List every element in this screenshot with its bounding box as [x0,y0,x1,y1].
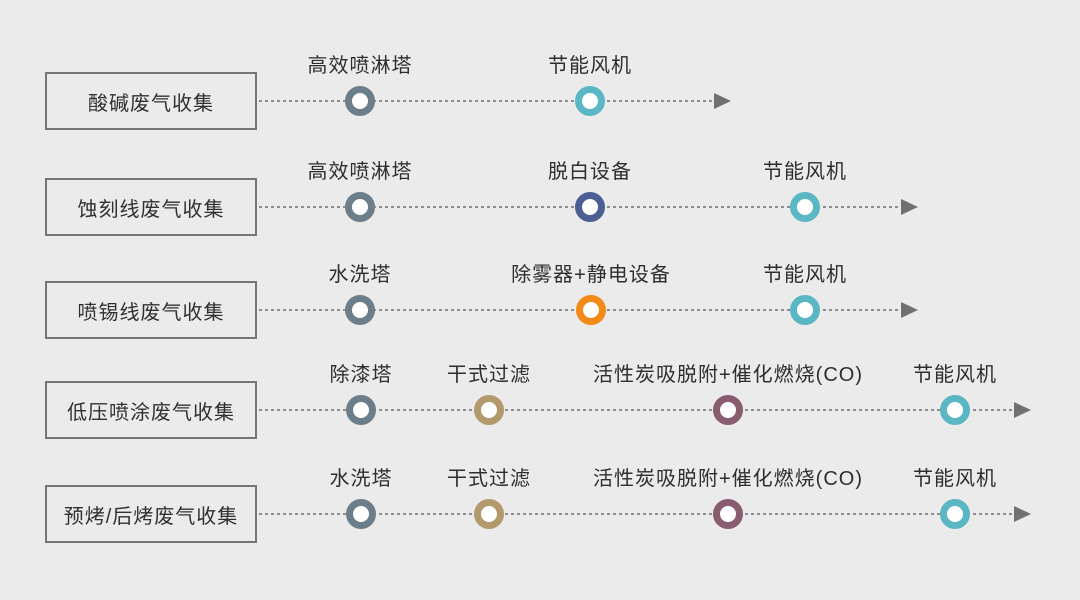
process-node-label: 节能风机 [913,364,997,386]
process-node-navy [575,192,605,222]
process-node-teal [790,192,820,222]
process-node-tan [474,499,504,529]
source-box: 预烤/后烤废气收集 [45,485,257,543]
process-node-teal [790,295,820,325]
process-node-label: 活性炭吸脱附+催化燃烧(CO) [593,468,863,490]
process-node-teal [575,86,605,116]
arrow-head-icon [1014,506,1031,522]
source-box: 喷锡线废气收集 [45,281,257,339]
process-node-slate [345,295,375,325]
process-node-plum [713,499,743,529]
process-node-label: 高效喷淋塔 [307,161,413,183]
source-box: 酸碱废气收集 [45,72,257,130]
process-node-label: 节能风机 [763,264,847,286]
process-node-label: 节能风机 [763,161,847,183]
process-node-teal [940,499,970,529]
arrow-head-icon [714,93,731,109]
arrow-head-icon [901,199,918,215]
process-node-teal [940,395,970,425]
process-node-tan [474,395,504,425]
source-box: 蚀刻线废气收集 [45,178,257,236]
process-node-label: 活性炭吸脱附+催化燃烧(CO) [593,364,863,386]
source-box: 低压喷涂废气收集 [45,381,257,439]
process-node-label: 节能风机 [548,55,632,77]
process-node-slate [345,192,375,222]
flow-dashed-line [259,100,716,102]
process-node-slate [346,395,376,425]
process-node-label: 除雾器+静电设备 [511,264,671,286]
process-node-label: 水洗塔 [329,468,393,490]
process-node-label: 干式过滤 [447,364,531,386]
arrow-head-icon [1014,402,1031,418]
process-node-label: 节能风机 [913,468,997,490]
process-node-slate [345,86,375,116]
process-node-label: 干式过滤 [447,468,531,490]
arrow-head-icon [901,302,918,318]
process-node-slate [346,499,376,529]
process-node-label: 高效喷淋塔 [307,55,413,77]
process-node-label: 水洗塔 [328,264,392,286]
flow-dashed-line [259,513,1016,515]
process-node-orange [576,295,606,325]
flow-dashed-line [259,409,1016,411]
process-node-label: 除漆塔 [329,364,393,386]
flow-dashed-line [259,309,903,311]
flow-dashed-line [259,206,903,208]
process-node-label: 脱白设备 [548,161,632,183]
process-node-plum [713,395,743,425]
